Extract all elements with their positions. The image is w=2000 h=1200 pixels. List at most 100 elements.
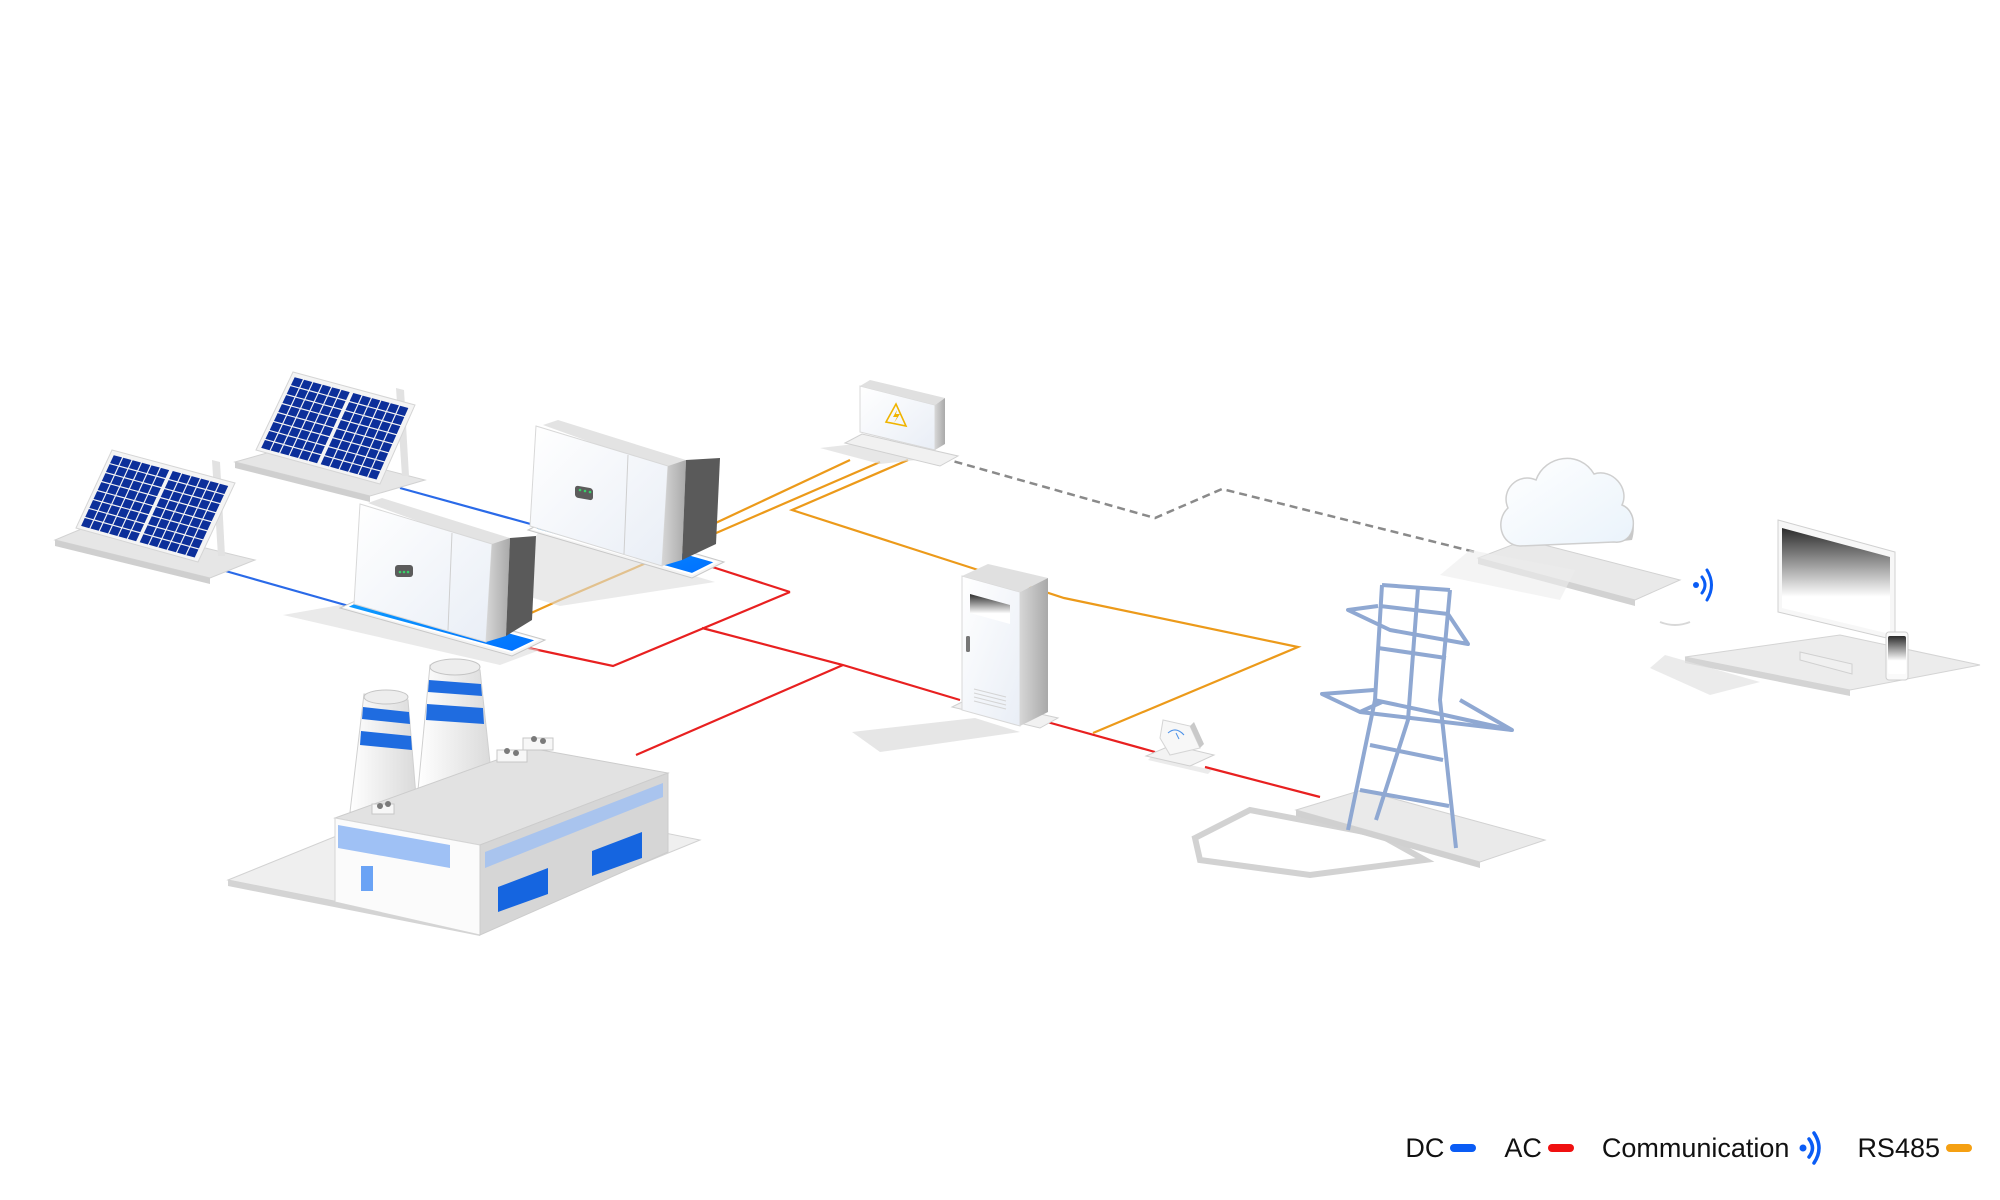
solar-cell bbox=[105, 464, 118, 475]
solar-cell bbox=[134, 471, 147, 482]
solar-cell bbox=[149, 536, 161, 548]
solar-cell bbox=[188, 496, 201, 507]
grid-tower[interactable] bbox=[1191, 583, 1547, 879]
factory-windows-front bbox=[338, 825, 450, 868]
solar-cell bbox=[112, 496, 125, 507]
solar-cell bbox=[337, 389, 350, 401]
solar-cell bbox=[125, 489, 138, 500]
solar-cell bbox=[302, 420, 315, 431]
ac-cabinet[interactable] bbox=[852, 564, 1060, 752]
solar-cell bbox=[143, 525, 156, 536]
solar-cell bbox=[161, 509, 174, 520]
solar-cell bbox=[170, 491, 183, 502]
solar-cell bbox=[207, 501, 220, 513]
solar-cell bbox=[180, 514, 193, 526]
solar-cell bbox=[97, 482, 110, 493]
solar-cell bbox=[269, 422, 282, 433]
solar-cell bbox=[339, 461, 352, 472]
solar-cell bbox=[273, 413, 286, 424]
inverter-2[interactable] bbox=[500, 420, 726, 606]
solar-cell bbox=[324, 447, 337, 458]
solar-cell bbox=[174, 482, 187, 493]
legend-item-communication: Communication bbox=[1602, 1126, 1830, 1170]
solar-cell bbox=[185, 526, 198, 537]
solar-cell bbox=[171, 532, 184, 544]
power-meter[interactable] bbox=[1144, 719, 1216, 774]
solar-cell bbox=[343, 452, 356, 463]
solar-cell bbox=[216, 483, 229, 494]
legend-item-dc: DC bbox=[1405, 1133, 1477, 1164]
solar-cell bbox=[349, 464, 362, 475]
wireless-reflection bbox=[1659, 621, 1691, 626]
solar-cell bbox=[308, 452, 321, 464]
solar-cell bbox=[85, 509, 98, 520]
legend-label: RS485 bbox=[1857, 1132, 1940, 1163]
solar-cell bbox=[319, 384, 331, 395]
solar-cell bbox=[98, 502, 111, 513]
pv-array-2[interactable] bbox=[233, 371, 427, 502]
solar-cell bbox=[153, 527, 166, 539]
wireless-signal-icon bbox=[1799, 1131, 1822, 1165]
solar-cell bbox=[303, 441, 316, 452]
solar-cell bbox=[193, 487, 206, 498]
solar-cell bbox=[380, 442, 393, 453]
solar-cell bbox=[366, 448, 379, 459]
solar-cell bbox=[334, 449, 347, 461]
solar-cell bbox=[392, 414, 405, 426]
solar-cell bbox=[148, 516, 161, 527]
solar-cell bbox=[310, 402, 323, 413]
ac-line-main bbox=[701, 626, 961, 702]
cabinet-display-icon bbox=[970, 594, 1010, 624]
solar-cell bbox=[368, 398, 381, 409]
solar-cell bbox=[362, 457, 375, 468]
solar-cell bbox=[202, 490, 215, 501]
gauge-icon bbox=[1167, 729, 1185, 740]
dc-swatch-icon bbox=[1450, 1144, 1477, 1152]
cloud-icon bbox=[1500, 457, 1635, 547]
pv-array-1[interactable] bbox=[53, 449, 257, 584]
solar-cell bbox=[360, 416, 373, 427]
solar-cell bbox=[175, 503, 188, 514]
solar-cell bbox=[186, 547, 199, 558]
factory[interactable] bbox=[226, 658, 702, 936]
solar-cell bbox=[347, 443, 360, 454]
ac-swatch-icon bbox=[1547, 1144, 1574, 1152]
solar-cell bbox=[345, 402, 358, 413]
solar-cell bbox=[187, 476, 200, 487]
smart-logger[interactable] bbox=[820, 380, 960, 467]
ac-line-meter-grid bbox=[1204, 765, 1321, 799]
solar-cell bbox=[199, 520, 212, 531]
solar-cell bbox=[369, 418, 382, 429]
solar-cell bbox=[126, 510, 139, 521]
ac-line-inverter1 bbox=[509, 590, 791, 668]
solar-cell bbox=[341, 411, 354, 422]
solar-cell bbox=[117, 507, 130, 518]
solar-cell bbox=[158, 539, 171, 550]
solar-cell bbox=[160, 489, 173, 500]
solar-cell bbox=[176, 523, 189, 535]
solar-cell bbox=[373, 409, 386, 420]
dc-lines bbox=[221, 486, 546, 614]
monitoring-devices[interactable] bbox=[1650, 519, 1981, 696]
solar-cell bbox=[118, 528, 131, 539]
tower-frame bbox=[1320, 583, 1514, 849]
network-lines bbox=[941, 456, 1476, 554]
solar-cell bbox=[89, 500, 102, 511]
solar-cell bbox=[109, 525, 122, 537]
solar-cell bbox=[81, 518, 93, 529]
solar-cell bbox=[342, 431, 355, 442]
solar-cell bbox=[171, 512, 184, 523]
solar-cell bbox=[127, 530, 140, 542]
solar-cell bbox=[197, 478, 210, 489]
solar-cell bbox=[162, 530, 175, 541]
inverter-1[interactable] bbox=[283, 498, 547, 665]
cloud[interactable] bbox=[1440, 457, 1682, 606]
solar-cell bbox=[298, 429, 311, 440]
tower-shadow bbox=[1191, 806, 1435, 879]
solar-cell bbox=[330, 458, 343, 470]
solar-cell bbox=[101, 473, 114, 484]
solar-cell bbox=[280, 445, 293, 456]
ac-lines bbox=[509, 561, 1321, 799]
solar-cell bbox=[300, 379, 313, 390]
